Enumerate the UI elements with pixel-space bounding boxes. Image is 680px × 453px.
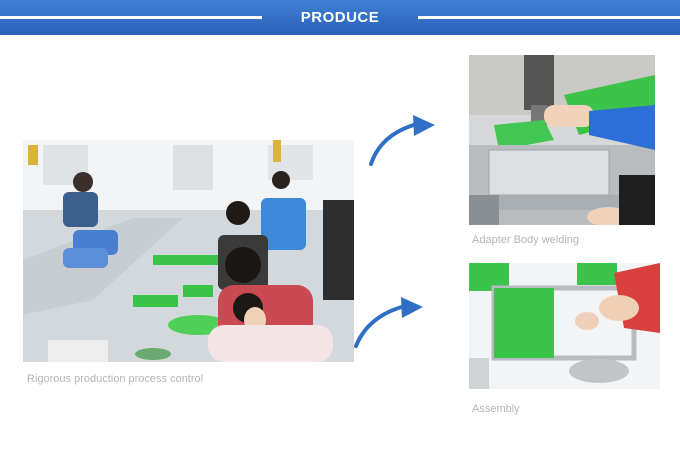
workshop-caption: Rigorous production process control xyxy=(27,373,204,385)
curved-arrow-icon xyxy=(369,115,435,166)
banner-right-line xyxy=(418,16,680,19)
welding-photo xyxy=(469,55,655,225)
welding-caption: Adapter Body welding xyxy=(472,234,580,246)
banner-left-line xyxy=(0,16,262,19)
curved-arrow-icon xyxy=(354,297,423,348)
assembly-photo xyxy=(469,263,660,389)
banner-title: PRODUCE xyxy=(300,9,380,26)
workshop-photo xyxy=(23,140,354,362)
assembly-caption: Assembly xyxy=(472,403,520,415)
header-banner: PRODUCE xyxy=(0,0,680,35)
